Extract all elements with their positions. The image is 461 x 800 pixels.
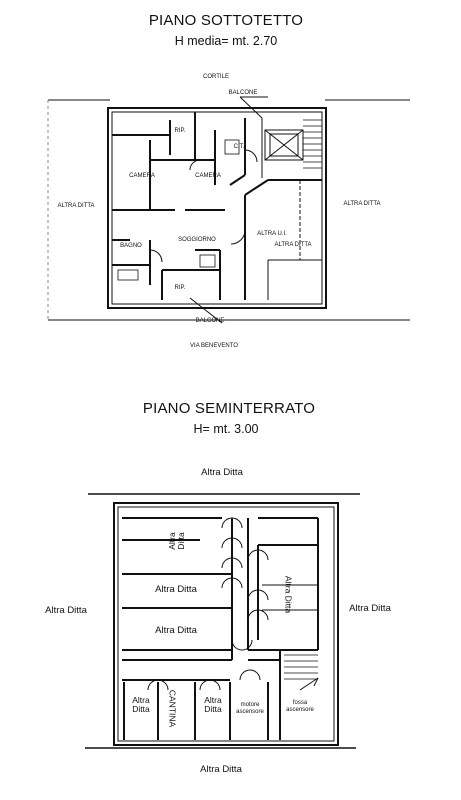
label-cortile: CORTILE [203,74,229,80]
label-rip-bottom: RIP. [174,285,186,291]
top-plan-subtitle: H media= mt. 2.70 [174,34,278,48]
label-rip-top: RIP. [174,128,186,134]
label-via: VIA BENEVENTO [190,343,238,349]
label-altra-ditta-vertical-top: Altra Ditta [167,532,186,550]
label-altra-ditta-right: ALTRA DITTA [343,201,381,207]
label-altra-ditta-left: ALTRA DITTA [57,203,95,209]
label-altra-ditta-bottom: Altra Ditta [200,764,242,775]
label-balcone-top: BALCONE [228,90,258,96]
label-altra-ditta-row2: Altra Ditta [155,584,197,595]
label-altra-ditta-right: Altra Ditta [349,603,391,614]
label-bagno: BAGNO [120,243,142,249]
label-camera-left: CAMERA [129,173,155,179]
label-motore-ascensore: motore ascensore [236,702,264,715]
label-altra-ditta-cell-b: Altra Ditta [204,695,222,714]
top-plan-title: PIANO SOTTOTETTO [148,12,304,29]
label-cantina: CANTINA [167,689,178,728]
label-altra-ditta-vertical-right: Altra Ditta [283,575,294,614]
label-soggiorno: SOGGIORNO [178,237,216,243]
label-altra-ditta-top: Altra Ditta [201,467,243,478]
label-altra-ditta-row3: Altra Ditta [155,625,197,636]
label-altra-ui: ALTRA U.I. [257,231,287,237]
label-altra-ditta-inner: ALTRA DITTA [274,242,312,248]
bottom-plan-subtitle: H= mt. 3.00 [193,422,259,436]
label-altra-ditta-cell-a: Altra Ditta [132,695,150,714]
label-fossa-ascensore: fossa ascensore [286,700,314,713]
bottom-plan-title: PIANO SEMINTERRATO [142,400,316,417]
label-camera-right: CAMERA [195,173,221,179]
label-balcone-bottom: BALCONE [195,318,225,324]
label-ct: C.T. [233,144,245,150]
label-altra-ditta-left: Altra Ditta [45,605,87,616]
